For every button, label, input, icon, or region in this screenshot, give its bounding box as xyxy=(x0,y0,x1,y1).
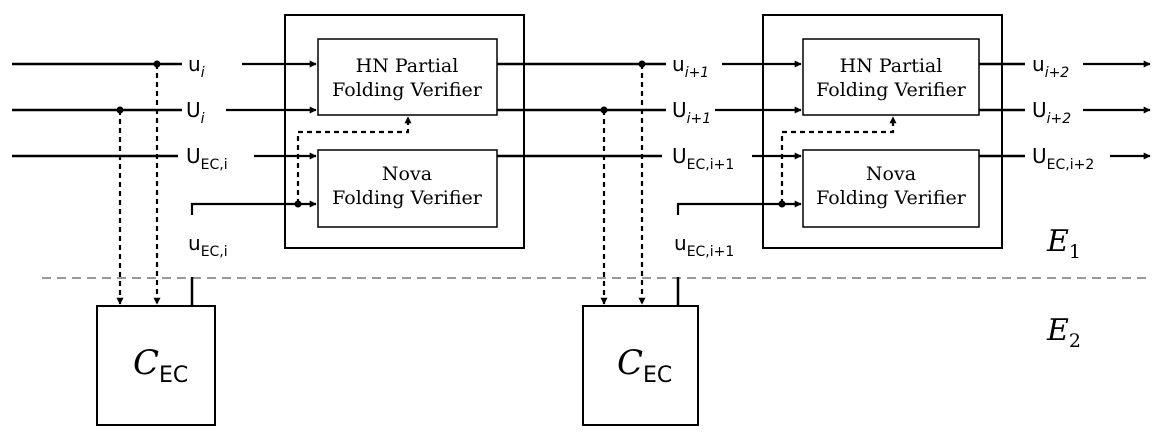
nova-verifier-label-line2: Folding Verifier xyxy=(816,187,967,209)
hn-verifier-box-1 xyxy=(317,38,498,116)
label-u-i+1: ui+1 xyxy=(672,52,709,81)
outer-verifier-box-2 xyxy=(762,14,1003,249)
outputs: ui+2 Ui+2 UEC,i+2 xyxy=(979,52,1151,173)
hn-verifier-label-line1: HN Partial xyxy=(356,55,459,77)
label-U-i: Ui xyxy=(186,98,205,127)
environment-label-e1: E1 xyxy=(1046,224,1081,263)
label-U-i+1: Ui+1 xyxy=(672,98,711,127)
dashed-feed-to-hn-1 xyxy=(296,116,412,204)
dashed-feed-to-hn-2 xyxy=(780,116,897,204)
cec-box-2 xyxy=(582,305,699,426)
nova-verifier-box-2 xyxy=(802,149,980,228)
nova-verifier-label-line1: Nova xyxy=(382,163,432,185)
label-u-i: ui xyxy=(188,52,205,81)
arrow-uEC-to-nova xyxy=(190,200,317,215)
hn-verifier-box-2 xyxy=(802,38,980,116)
stage-1: HN Partial Folding Verifier Nova Folding… xyxy=(12,14,525,426)
nova-verifier-box-1 xyxy=(317,149,498,228)
environment-label-e2: E2 xyxy=(1046,313,1081,352)
label-uEC-i: uEC,i xyxy=(188,231,228,260)
nova-verifier-label-line1: Nova xyxy=(866,163,916,185)
outer-verifier-box-1 xyxy=(284,14,525,249)
arrow-uEC-to-nova xyxy=(676,200,802,215)
cec-label-1: CEC xyxy=(133,343,188,388)
cec-label-2: CEC xyxy=(617,343,672,388)
stage-2: HN Partial Folding Verifier Nova Folding… xyxy=(582,14,1003,426)
hn-verifier-label-line1: HN Partial xyxy=(840,55,943,77)
label-UEC-i: UEC,i xyxy=(186,144,228,173)
cec-box-1 xyxy=(96,305,216,426)
label-u-i+2: ui+2 xyxy=(1032,52,1069,81)
hn-verifier-label-line2: Folding Verifier xyxy=(816,79,967,101)
label-U-i+2: Ui+2 xyxy=(1032,98,1071,127)
label-UEC-i+1: UEC,i+1 xyxy=(672,144,734,173)
nova-verifier-label-line2: Folding Verifier xyxy=(332,187,483,209)
label-uEC-i+1: uEC,i+1 xyxy=(674,231,734,260)
hn-verifier-label-line2: Folding Verifier xyxy=(332,79,483,101)
label-UEC-i+2: UEC,i+2 xyxy=(1032,144,1094,173)
